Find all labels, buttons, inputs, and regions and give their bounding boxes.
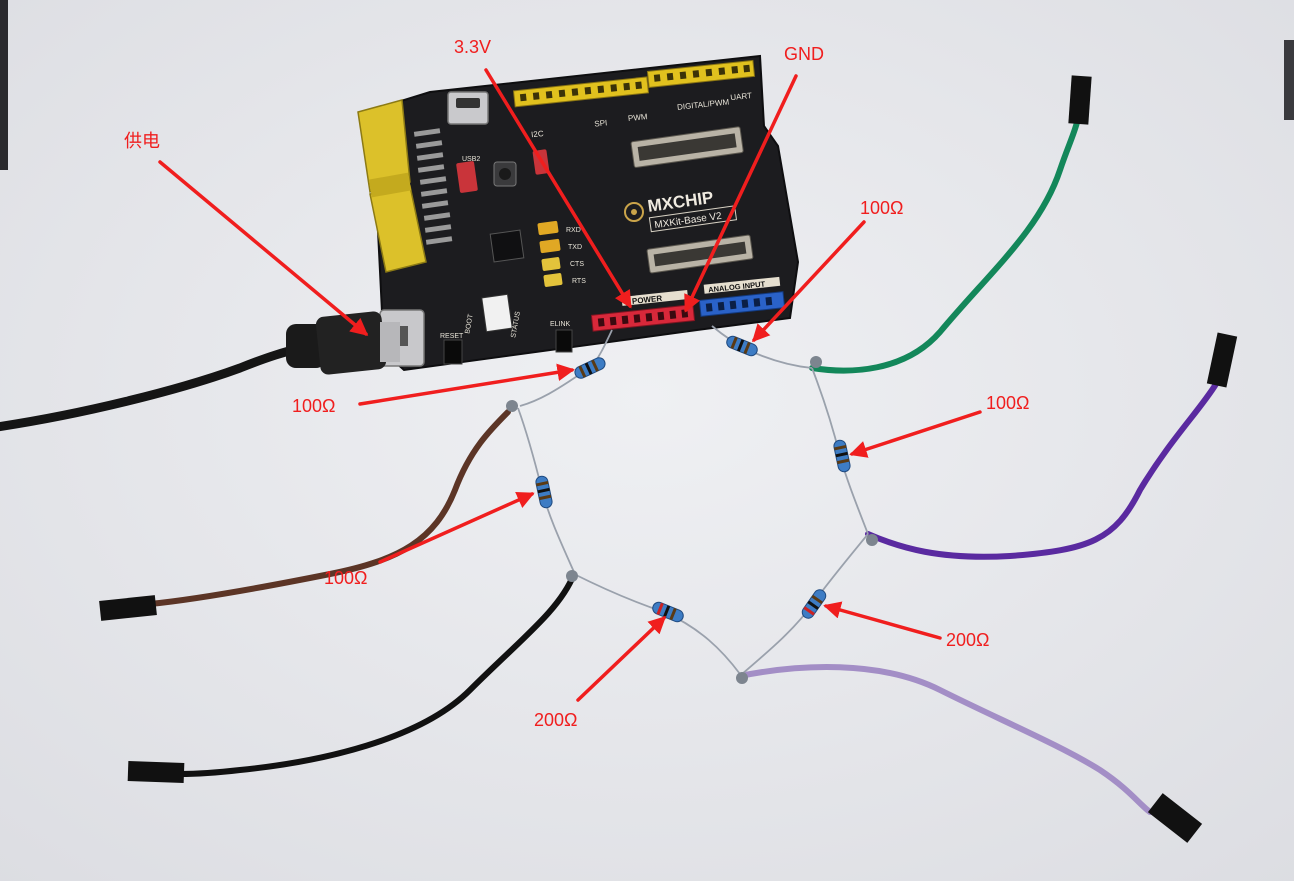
- arrow-res-right-lower: [823, 601, 942, 640]
- wire-green: [809, 75, 1092, 374]
- label-res-right-upper: 100Ω: [986, 393, 1030, 413]
- yellow-header-top-right: [646, 59, 756, 88]
- b2b-connector-lower: [646, 234, 754, 274]
- silk-reset: RESET: [440, 333, 464, 340]
- silk-boot: BOOT: [464, 313, 474, 334]
- resistor-right-upper: [833, 439, 851, 473]
- arrow-power: [158, 160, 369, 336]
- arrow-res-top-right: [752, 220, 866, 343]
- b2b-connector-upper: [630, 126, 744, 168]
- silk-usb2: USB2: [462, 156, 480, 163]
- label-res-bottom-left: 200Ω: [534, 710, 578, 730]
- jtag-pins: [413, 128, 453, 245]
- elink-button: [555, 329, 573, 353]
- jtag-connector: [357, 99, 427, 273]
- annotation-arrows: [158, 68, 982, 702]
- silk-elink: ELINK: [550, 321, 571, 328]
- label-res-top-right: 100Ω: [860, 198, 904, 218]
- arrow-res-left-mid: [378, 491, 535, 564]
- uart-jumpers: [537, 220, 563, 287]
- dev-board: I2C SPI PWM DIGITAL/PWM UART: [357, 54, 800, 372]
- usb-cable: [0, 311, 400, 432]
- wire-black: [127, 571, 577, 783]
- label-res-top-left: 100Ω: [292, 396, 336, 416]
- arrow-res-bottom-left: [576, 615, 667, 702]
- silk-i2c: I2C: [531, 129, 545, 139]
- silk-pwm: PWM: [628, 112, 649, 123]
- arrow-3v3: [484, 68, 632, 309]
- dark-edge-left: [0, 0, 8, 170]
- mcu-chip: [489, 229, 525, 263]
- wire-purple: [865, 332, 1238, 560]
- label-gnd: GND: [784, 44, 824, 64]
- label-3v3: 3.3V: [454, 37, 492, 57]
- board-pcb: [370, 54, 800, 372]
- silk-uart: UART: [730, 91, 753, 102]
- arrow-res-right-upper: [849, 410, 982, 458]
- arrow-gnd: [684, 74, 798, 313]
- red-jumper-left: [456, 161, 478, 193]
- silk-rxd: RXD: [566, 227, 581, 234]
- wire-junctions: [506, 356, 878, 684]
- resistor-top-left: [574, 357, 606, 379]
- silk-rts: RTS: [572, 278, 586, 285]
- logo-emblem: [624, 202, 644, 222]
- label-power-supply: 供电: [124, 131, 160, 151]
- resistor-top-right: [726, 335, 758, 357]
- analog-header: [698, 291, 786, 317]
- resistor-left-mid: [535, 475, 553, 509]
- reset-button: [443, 339, 463, 365]
- wire-lavender: [737, 664, 1203, 843]
- resistor-right-lower: [801, 589, 827, 619]
- yellow-header-top-left: [512, 76, 650, 108]
- label-res-right-lower: 200Ω: [946, 630, 990, 650]
- silk-cts: CTS: [570, 261, 584, 268]
- dark-edge-right: [1284, 40, 1294, 120]
- arrow-res-top-left: [358, 363, 575, 406]
- label-res-left-mid: 100Ω: [324, 568, 368, 588]
- boot-switch: [481, 293, 513, 333]
- usb-port-top: [447, 91, 489, 125]
- silk-spi: SPI: [594, 118, 608, 128]
- power-header-label: POWER: [632, 294, 663, 306]
- silk-txd: TXD: [568, 244, 582, 251]
- resistor-bottom-left: [652, 601, 684, 623]
- silk-status: STATUS: [510, 311, 522, 339]
